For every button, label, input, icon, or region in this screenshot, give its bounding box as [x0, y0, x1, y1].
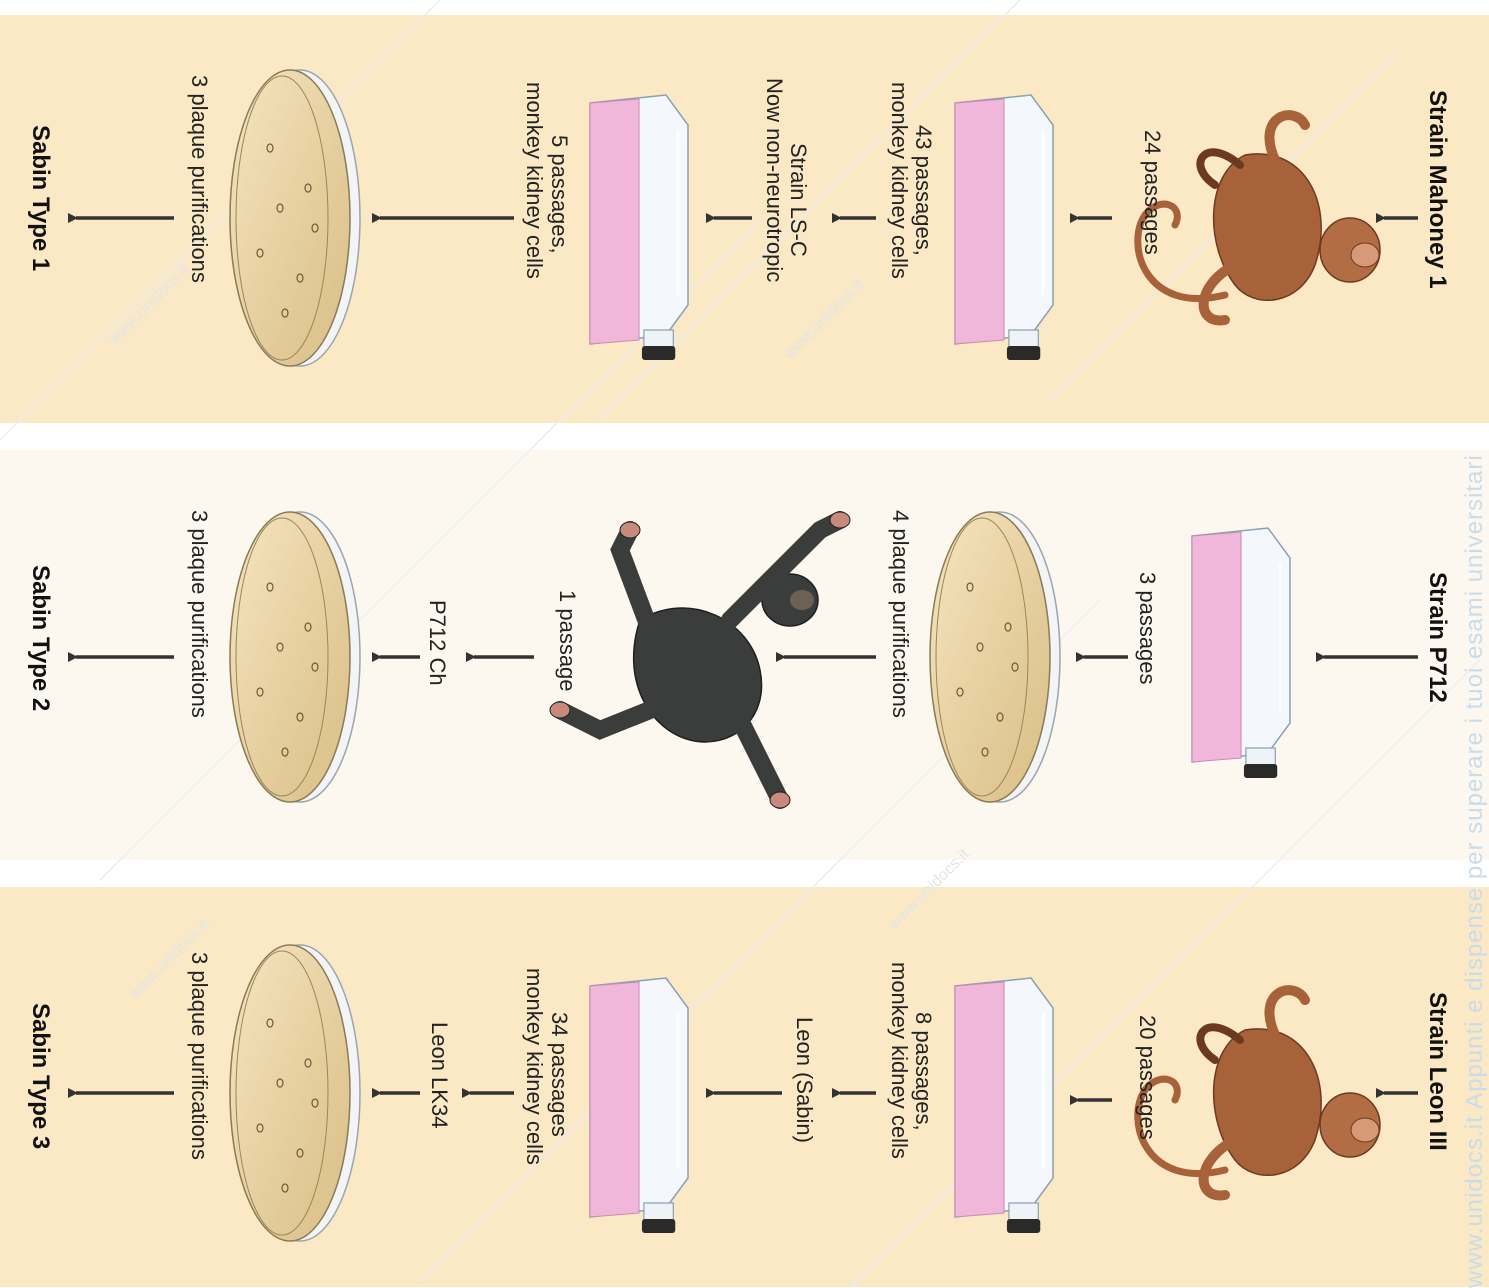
petri-dish: [230, 945, 360, 1241]
petri-dish: [230, 512, 360, 802]
culture-flask: [1192, 528, 1290, 778]
step-label: 24 passages: [1140, 130, 1165, 255]
step-label: 3 plaque purifications: [187, 510, 212, 718]
strain-label-2: Strain P712: [1424, 572, 1451, 703]
step-label: 20 passages: [1135, 1015, 1160, 1140]
row-type-2: [76, 512, 1418, 808]
step-label: 1 passage: [555, 590, 580, 692]
strain-label-1: Strain Mahoney 1: [1424, 90, 1451, 289]
monkey-illustration: [1138, 990, 1380, 1195]
culture-flask: [590, 95, 688, 360]
row-type-1: [76, 70, 1418, 366]
row-type-3: [76, 945, 1418, 1241]
petri-dish: [230, 70, 360, 366]
step-label: Leon (Sabin): [792, 1017, 817, 1143]
step-label: monkey kidney cells: [522, 968, 547, 1165]
step-label: 34 passages: [547, 1012, 572, 1137]
culture-flask: [955, 95, 1053, 360]
step-label: Now non-neurotropic: [762, 78, 787, 282]
result-label-2: Sabin Type 2: [27, 565, 54, 711]
step-label: monkey kidney cells: [522, 82, 547, 279]
step-label: P712 Ch: [425, 600, 450, 686]
strain-label-3: Strain Leon III: [1424, 992, 1451, 1151]
step-label: 5 passages,: [547, 135, 572, 254]
step-label: 4 plaque purifications: [888, 510, 913, 718]
result-label-3: Sabin Type 3: [27, 1003, 54, 1149]
result-label-1: Sabin Type 1: [27, 125, 54, 271]
watermark-side-text: www.unidocs.it Appunti e dispense per su…: [1461, 0, 1489, 1288]
culture-flask: [955, 978, 1053, 1233]
step-label: monkey kidney cells: [887, 82, 912, 279]
step-label: 3 plaque purifications: [187, 75, 212, 283]
chimpanzee-illustration: [550, 512, 850, 808]
petri-dish: [930, 512, 1060, 802]
step-label: Strain LS-C: [786, 143, 811, 257]
watermark-diagonal: www.unidocs.it: [885, 846, 973, 934]
step-label: 3 passages: [1135, 572, 1160, 685]
culture-flask: [590, 978, 688, 1233]
step-label: 43 passages,: [911, 125, 936, 256]
watermark-diagonal: www.unidocs.it: [105, 261, 193, 349]
monkey-illustration: [1138, 115, 1380, 320]
step-label: 3 plaque purifications: [187, 952, 212, 1160]
watermark-diagonal: www.unidocs.it: [780, 276, 868, 364]
step-label: Leon LK34: [427, 1022, 452, 1128]
step-label: 8 passages,: [911, 1012, 936, 1131]
step-label: monkey kidney cells: [887, 962, 912, 1159]
